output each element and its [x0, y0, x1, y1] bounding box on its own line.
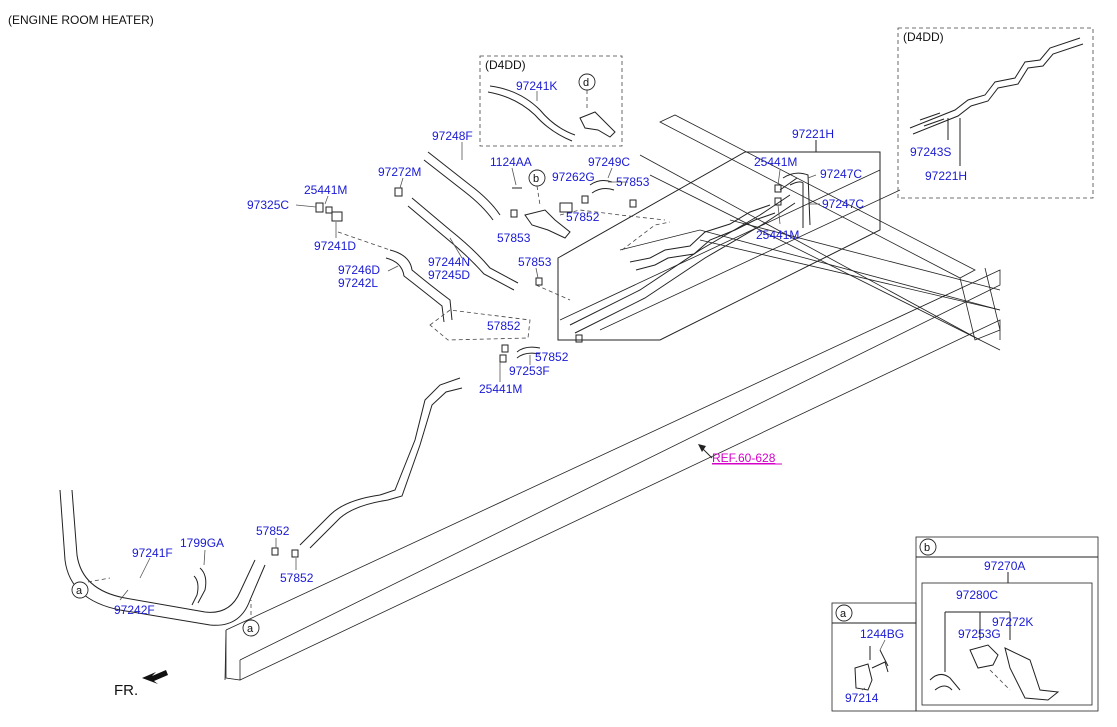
label-25441m-b[interactable]: 25441M	[754, 155, 797, 169]
hose-1799ga	[191, 567, 207, 606]
inset-a: a	[831, 602, 917, 712]
marker-a-bottom: a	[242, 619, 260, 637]
label-1244bg[interactable]: 1244BG	[860, 627, 904, 641]
ref-arrow	[698, 444, 782, 465]
main-heater-hose	[59, 194, 796, 626]
svg-text:a: a	[247, 623, 254, 635]
label-97241d[interactable]: 97241D	[314, 239, 356, 253]
marker-a-letter-inset: a	[840, 608, 847, 620]
marker-d-letter: d	[583, 77, 589, 89]
label-57852-b[interactable]: 57852	[487, 319, 521, 333]
label-97245d[interactable]: 97245D	[428, 268, 470, 282]
pipes-97247c	[779, 172, 811, 228]
label-25441m-d[interactable]: 25441M	[479, 382, 522, 396]
label-97247c-a[interactable]: 97247C	[820, 167, 862, 181]
label-25441m-c[interactable]: 25441M	[756, 228, 799, 242]
diagram-header: (ENGINE ROOM HEATER)	[8, 13, 154, 27]
label-97325c[interactable]: 97325C	[247, 198, 289, 212]
marker-b-letter: b	[924, 542, 930, 554]
label-57853-b[interactable]: 57853	[497, 231, 531, 245]
label-97253g[interactable]: 97253G	[958, 627, 1001, 641]
label-leaders	[119, 91, 886, 691]
label-57852-a[interactable]: 57852	[566, 210, 600, 224]
label-97242l[interactable]: 97242L	[338, 276, 378, 290]
label-97214[interactable]: 97214	[845, 691, 879, 705]
inset-d4dd-top-label: (D4DD)	[485, 58, 526, 72]
label-97262g[interactable]: 97262G	[552, 170, 595, 184]
label-97221h-b[interactable]: 97221H	[925, 169, 967, 183]
clamp-fittings	[271, 184, 782, 558]
reference-link[interactable]: REF.60-628	[712, 451, 776, 465]
inset-d4dd-right: (D4DD)	[897, 27, 1094, 199]
hose-97246d	[385, 249, 453, 323]
label-25441m-a[interactable]: 25441M	[304, 183, 347, 197]
label-97246d[interactable]: 97246D	[338, 263, 380, 277]
inset-d4dd-right-label: (D4DD)	[903, 30, 944, 44]
label-97244n[interactable]: 97244N	[428, 255, 470, 269]
marker-b-main: b	[528, 169, 546, 206]
label-97253f[interactable]: 97253F	[509, 364, 550, 378]
label-97280c[interactable]: 97280C	[956, 588, 998, 602]
marker-b-circle	[919, 538, 937, 556]
label-97221h-a[interactable]: 97221H	[792, 127, 834, 141]
label-97270a[interactable]: 97270A	[984, 559, 1025, 573]
label-57852-c[interactable]: 57852	[535, 350, 569, 364]
front-arrow-icon	[142, 670, 168, 684]
label-57852-d[interactable]: 57852	[256, 524, 290, 538]
frame-rails	[224, 114, 1001, 681]
hose-97244n	[407, 197, 519, 291]
label-97249c[interactable]: 97249C	[588, 155, 630, 169]
label-97272k[interactable]: 97272K	[992, 615, 1033, 629]
label-97242f[interactable]: 97242F	[114, 603, 155, 617]
marker-a-left: a	[71, 581, 89, 599]
inset-d4dd-top: (D4DD) d	[479, 55, 623, 147]
svg-text:a: a	[76, 585, 83, 597]
label-1124aa[interactable]: 1124AA	[490, 155, 532, 169]
front-direction-label: FR.	[114, 682, 138, 699]
label-1799ga[interactable]: 1799GA	[180, 536, 224, 550]
part-labels: 97241K 97248F 1124AA 97249C 97262G 57853…	[114, 79, 1033, 705]
label-97243s[interactable]: 97243S	[910, 145, 951, 159]
callout-97221h-frame	[557, 140, 881, 341]
label-97272m[interactable]: 97272M	[378, 165, 421, 179]
hose-97253f	[516, 346, 541, 359]
svg-text:b: b	[533, 173, 539, 185]
valve-assembly	[512, 180, 615, 239]
label-97241k[interactable]: 97241K	[516, 79, 557, 93]
label-57853-c[interactable]: 57853	[518, 255, 552, 269]
inset-b: b	[915, 536, 1099, 712]
dashed-leaders	[87, 209, 671, 622]
label-97247c-b[interactable]: 97247C	[822, 197, 864, 211]
label-97241f[interactable]: 97241F	[132, 546, 173, 560]
label-57852-e[interactable]: 57852	[280, 571, 314, 585]
marker-a-circle-inset	[835, 604, 853, 622]
label-97248f[interactable]: 97248F	[432, 129, 473, 143]
hose-97248f	[423, 151, 501, 221]
label-57853-a[interactable]: 57853	[616, 175, 650, 189]
